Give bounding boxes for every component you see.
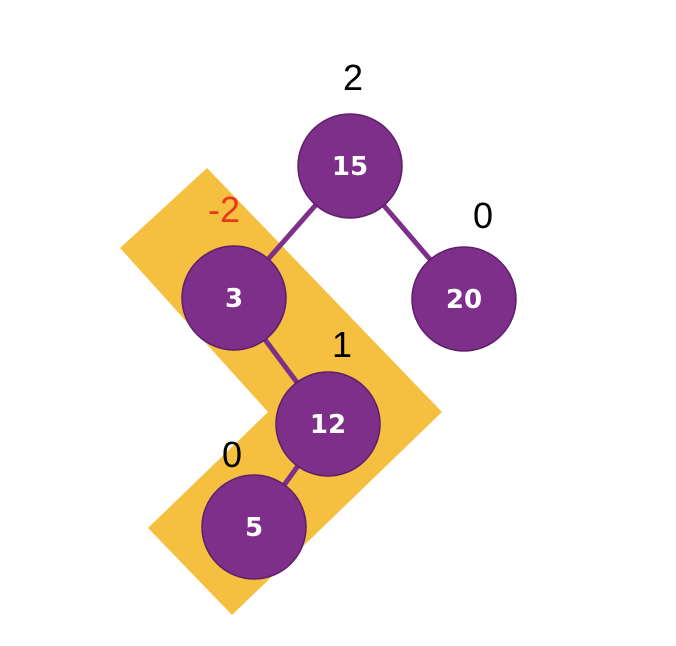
node-value: 5 [245, 513, 263, 543]
balance-factor-15: 2 [343, 57, 363, 98]
balance-factor-20: 0 [473, 195, 493, 236]
node-value: 20 [446, 285, 482, 315]
node-value: 12 [310, 410, 346, 440]
balance-factor-12: 1 [332, 324, 352, 365]
node-circle [411, 246, 517, 352]
node-value: 3 [225, 284, 243, 314]
tree-node-15: 15 [297, 113, 403, 219]
node-circle [201, 474, 307, 580]
balance-factor-5: 0 [222, 434, 242, 475]
tree-node-5: 5 [201, 474, 307, 580]
node-circle [297, 113, 403, 219]
tree-node-20: 20 [411, 246, 517, 352]
balance-factor-3: -2 [208, 189, 240, 230]
node-circle [275, 371, 381, 477]
node-value: 15 [332, 152, 368, 182]
node-circle [181, 245, 287, 351]
tree-node-3: 3 [181, 245, 287, 351]
balance-labels-layer: 20-210 [208, 57, 493, 475]
tree-node-12: 12 [275, 371, 381, 477]
nodes-layer: 15 20 3 12 5 [181, 113, 517, 580]
